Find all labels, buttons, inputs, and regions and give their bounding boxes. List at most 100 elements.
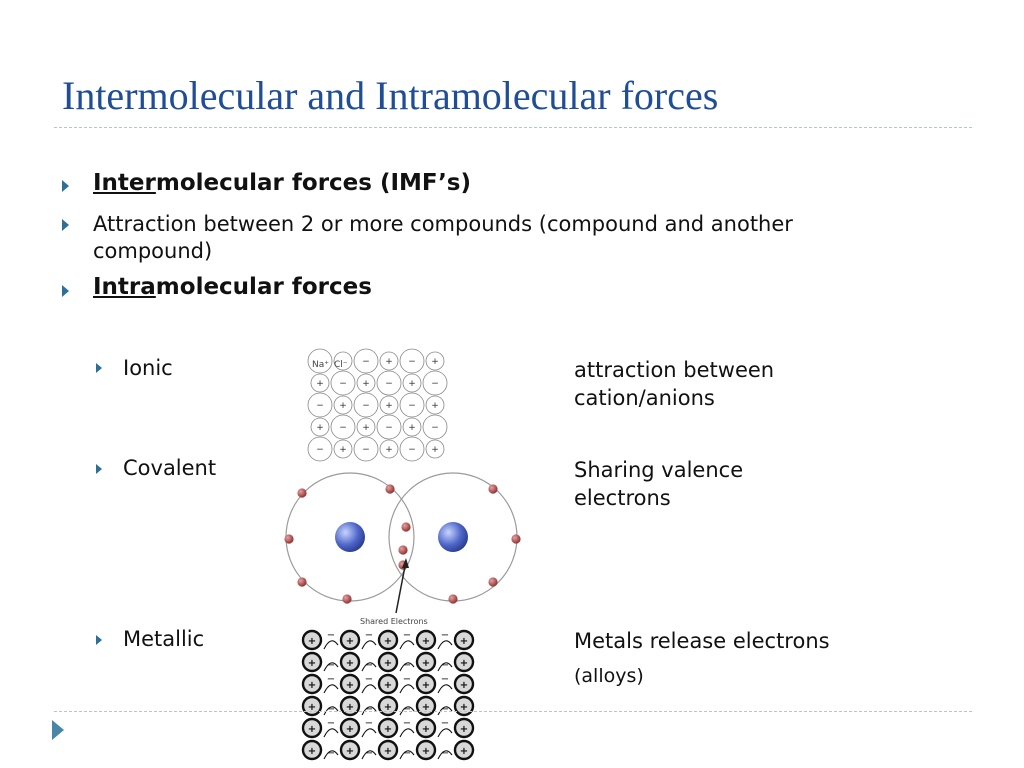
metal-cation <box>339 739 361 761</box>
ion-circle <box>402 417 422 437</box>
anion-sign: − <box>408 445 416 455</box>
anion-sign: − <box>431 423 439 433</box>
metal-cation <box>415 717 437 739</box>
metal-cation <box>453 717 475 739</box>
metal-cation <box>377 629 399 651</box>
type-metallic: Metallic <box>123 627 205 651</box>
cation-sign: + <box>384 636 392 647</box>
cation-sign: + <box>346 724 354 735</box>
ion-circle <box>310 373 330 393</box>
electron-dot <box>398 545 408 555</box>
metal-cation <box>453 629 475 651</box>
covalent-bond-diagram: Shared Electrons <box>284 472 521 626</box>
electron-path <box>361 706 377 716</box>
anion-sign: − <box>362 401 370 411</box>
electron-path <box>361 640 377 650</box>
electron-path <box>399 684 415 694</box>
footer-divider <box>54 711 972 712</box>
metal-cation <box>453 673 475 695</box>
electron-path <box>399 750 415 760</box>
electron-path <box>437 662 453 672</box>
cation-sign: + <box>346 658 354 669</box>
cation-sign: + <box>385 401 393 411</box>
free-electron: − <box>365 674 373 685</box>
ion-circle <box>376 370 402 396</box>
bullet-arrow-icon <box>62 219 69 231</box>
sub-bullet-arrow-icon <box>96 464 102 474</box>
ion-circle <box>356 417 376 437</box>
cation-sign: + <box>422 636 430 647</box>
metal-cation <box>453 651 475 673</box>
cation-sign: + <box>460 746 468 757</box>
metal-cation <box>339 629 361 651</box>
electron-dot <box>385 484 395 494</box>
cation-sign: + <box>384 702 392 713</box>
cation-sign: + <box>384 658 392 669</box>
ion-circle <box>402 373 422 393</box>
nucleus-right <box>438 522 468 552</box>
electron-dot <box>511 534 521 544</box>
cl-ion-label: Cl⁻ <box>334 360 348 370</box>
anion-sign: − <box>408 357 416 367</box>
bullet-arrow-icon <box>62 180 69 192</box>
electron-dot <box>297 577 307 587</box>
free-electron: − <box>403 718 411 729</box>
slide-nav-arrow-icon <box>52 720 64 740</box>
ion-circle <box>333 351 353 371</box>
ion-circle <box>307 348 333 374</box>
valence-electrons <box>284 484 521 604</box>
anion-sign: − <box>339 379 347 389</box>
electron-dot <box>448 594 458 604</box>
metal-cation <box>415 739 437 761</box>
cation-sign: + <box>460 702 468 713</box>
anion-sign: − <box>362 445 370 455</box>
electron-path <box>437 728 453 738</box>
ion-circle <box>356 373 376 393</box>
free-electron: − <box>365 660 373 671</box>
metal-cation <box>301 717 323 739</box>
free-electron: − <box>327 704 335 715</box>
ion-circle <box>399 348 425 374</box>
anion-sign: − <box>316 445 324 455</box>
anion-sign: − <box>316 401 324 411</box>
free-electron: − <box>441 674 449 685</box>
cation-sign: + <box>422 724 430 735</box>
anion-sign: − <box>339 423 347 433</box>
ion-circle <box>379 351 399 371</box>
sub-bullet-arrow-icon <box>96 363 102 373</box>
free-electron: − <box>327 660 335 671</box>
cation-sign: + <box>316 379 324 389</box>
free-electron: − <box>441 660 449 671</box>
electron-dot <box>297 488 307 498</box>
cation-sign: + <box>431 445 439 455</box>
bullet-intramolecular: Intramolecular forces <box>93 274 372 300</box>
bullet-arrow-icon <box>62 285 69 297</box>
electron-dot <box>488 577 498 587</box>
cation-sign: + <box>308 658 316 669</box>
metal-cation <box>415 695 437 717</box>
free-electron: − <box>441 630 449 641</box>
electron-path <box>437 640 453 650</box>
bullet-attraction-line2: compound) <box>93 239 213 263</box>
nucleus-left <box>335 522 365 552</box>
slide-title: Intermolecular and Intramolecular forces <box>62 73 719 118</box>
metal-cation <box>301 695 323 717</box>
free-electron: − <box>327 748 335 759</box>
prefix-intra: Intra <box>93 274 156 300</box>
ion-circle <box>333 439 353 459</box>
cation-sign: + <box>339 445 347 455</box>
cation-sign: + <box>422 746 430 757</box>
ion-circle <box>379 395 399 415</box>
cation-sign: + <box>431 401 439 411</box>
cation-sign: + <box>308 636 316 647</box>
electron-path <box>361 662 377 672</box>
free-electron: − <box>403 704 411 715</box>
cation-sign: + <box>460 658 468 669</box>
cation-sign: + <box>362 423 370 433</box>
ion-circle <box>307 392 333 418</box>
ion-circle <box>425 439 445 459</box>
cation-sign: + <box>308 746 316 757</box>
bullet-intermolecular-rest: molecular forces (IMF’s) <box>155 170 472 196</box>
metal-cation <box>377 673 399 695</box>
metal-cation <box>301 651 323 673</box>
